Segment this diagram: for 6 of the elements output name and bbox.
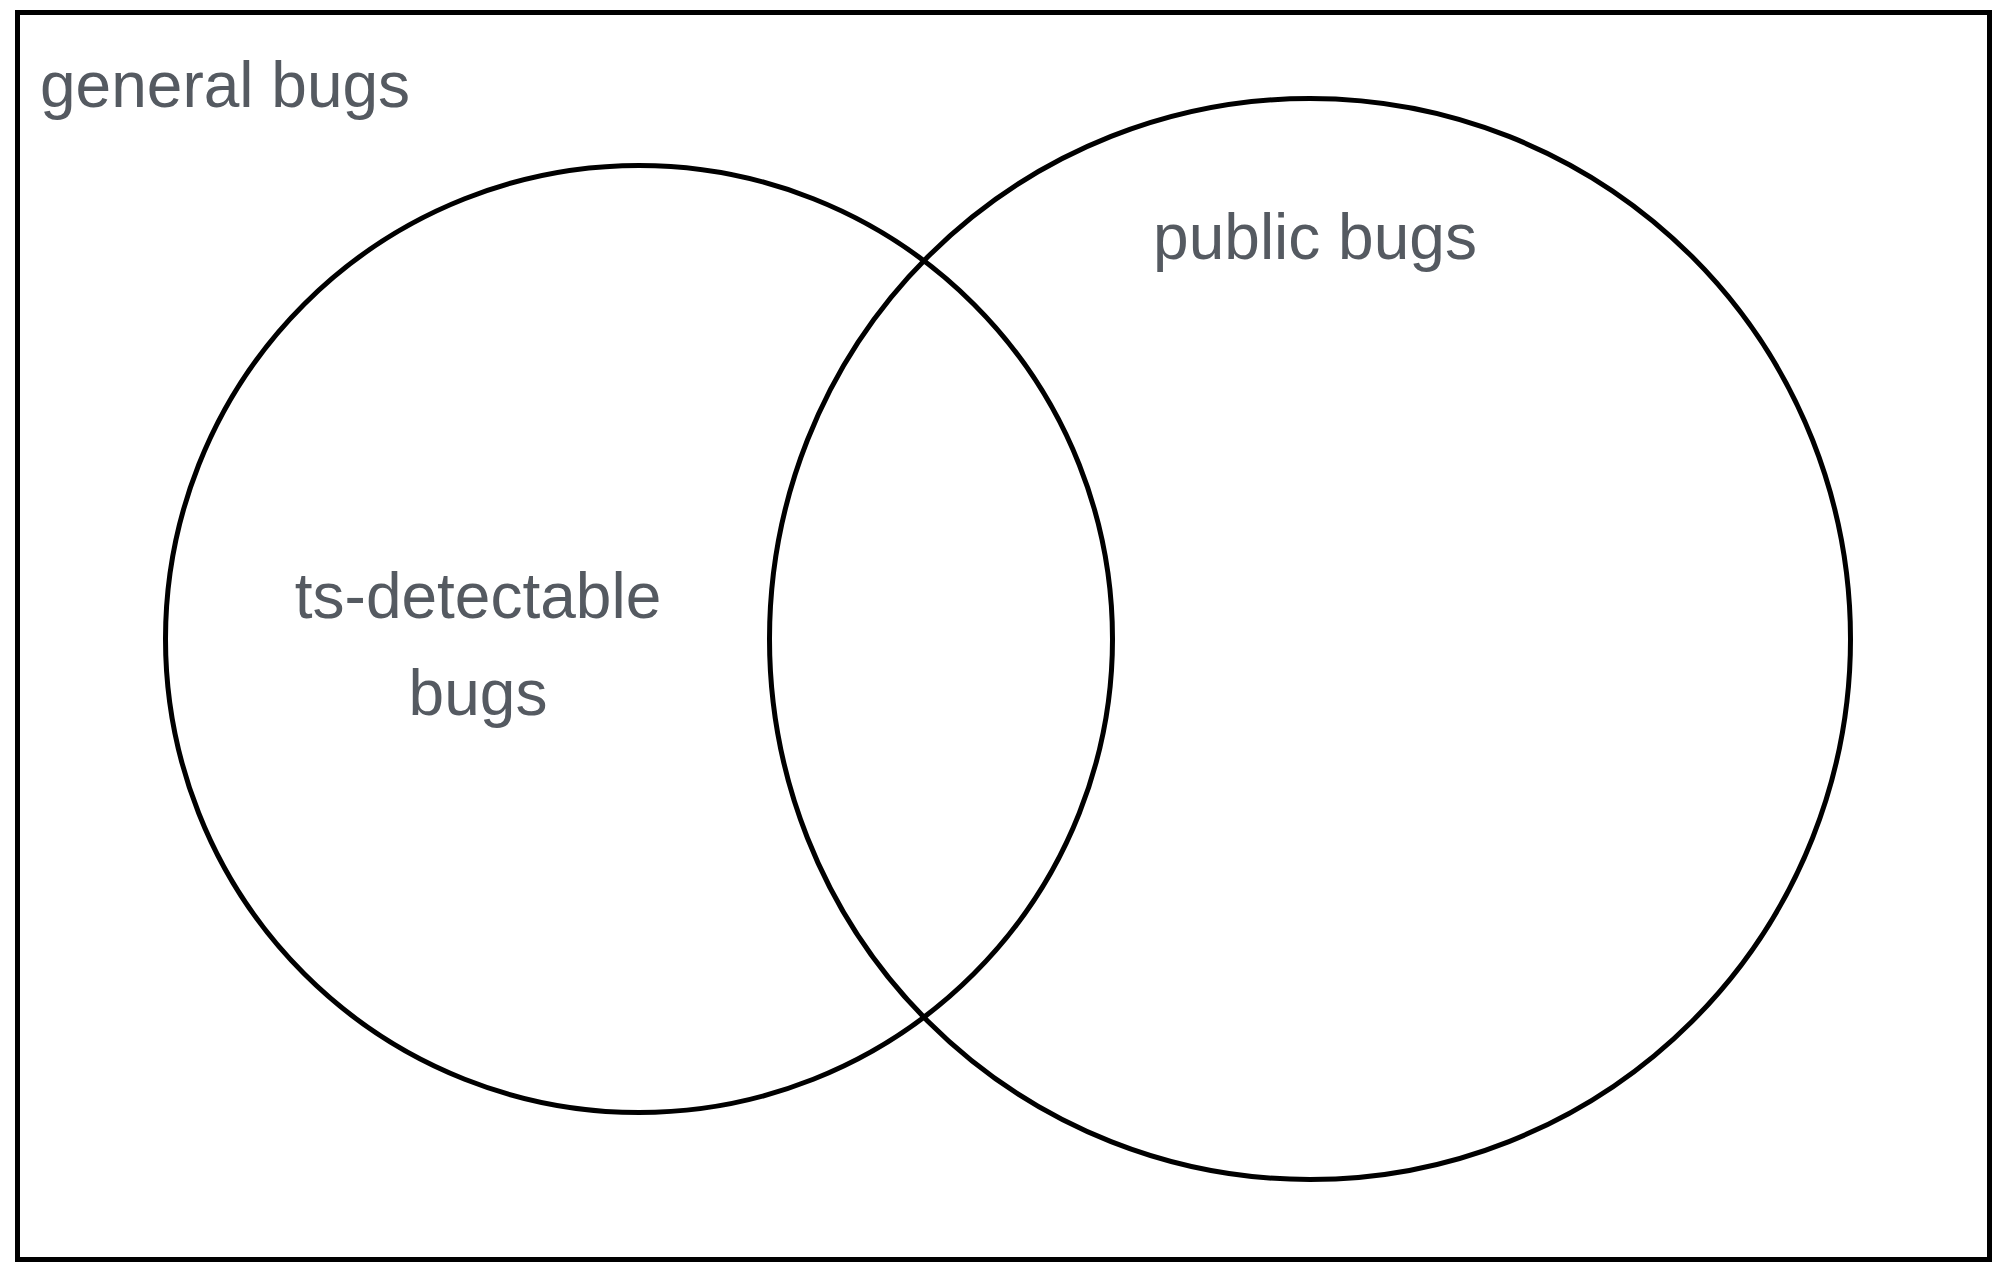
venn-circle — [163, 163, 1115, 1115]
set-label: general bugs — [40, 48, 412, 123]
set-label: ts-detectable bugs — [293, 559, 663, 731]
set-label: public bugs — [1152, 200, 1478, 275]
venn-circle — [767, 96, 1853, 1182]
set-rectangle — [15, 10, 1992, 1262]
